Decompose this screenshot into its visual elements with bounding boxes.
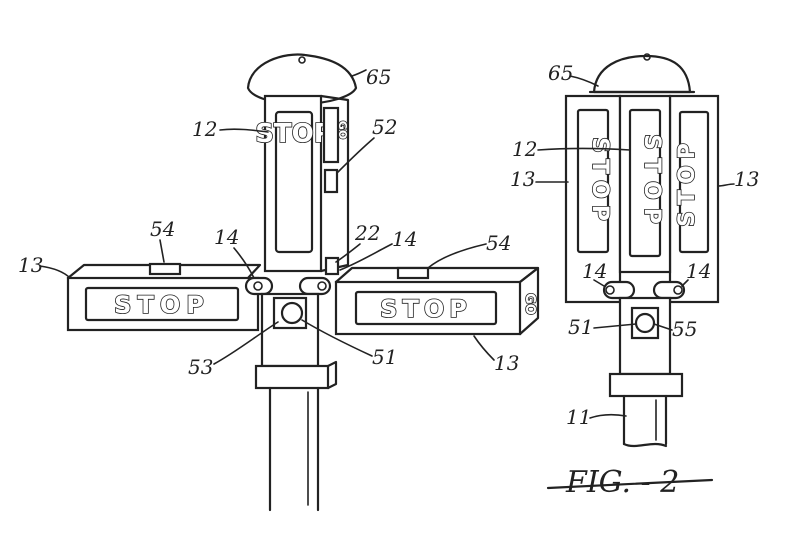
mast-go-label: GO — [336, 121, 349, 139]
ref-65-left: 65 — [366, 65, 391, 89]
lamp-51-right — [634, 312, 656, 334]
ref-51-left: 51 — [372, 345, 397, 369]
right-view-arm-right-stop: STOP — [675, 137, 700, 227]
pole-left — [268, 386, 320, 512]
latch-22 — [324, 256, 340, 276]
ref-14-right: 14 — [392, 227, 417, 251]
right-view: STOP STOP STOP 65 12 13 13 14 1 — [510, 53, 759, 500]
ref-52: 52 — [372, 115, 397, 139]
ref-54-left: 54 — [150, 217, 175, 241]
right-view-arm-left-stop: STOP — [587, 137, 612, 227]
left-arm-slot-54 — [148, 262, 182, 276]
ref-13-right: 13 — [494, 351, 519, 375]
pole-collar-left — [254, 364, 330, 390]
left-view: STOP GO STOP STOP GO — [18, 53, 540, 512]
right-arm-stop-text: STOP — [380, 295, 472, 323]
pole-right — [622, 394, 668, 446]
part-52-box — [323, 168, 339, 194]
ref-54-right: 54 — [486, 231, 511, 255]
ref-12-right: 12 — [512, 137, 537, 161]
ref-13-right-view-right: 13 — [734, 167, 759, 191]
ref-14-right-view-right: 14 — [686, 259, 711, 283]
ref-14-right-view-left: 14 — [582, 259, 607, 283]
ref-12-left: 12 — [192, 117, 217, 141]
mast-stop-window — [274, 110, 314, 254]
ref-51-right: 51 — [568, 315, 593, 339]
right-view-hinge-left — [602, 280, 636, 300]
ref-13-right-view-left: 13 — [510, 167, 535, 191]
pole-collar-right — [608, 372, 684, 398]
ref-11: 11 — [566, 405, 591, 429]
ref-13-left: 13 — [18, 253, 43, 277]
right-arm-slot-54 — [396, 266, 430, 280]
right-arm-stop-window — [354, 290, 498, 326]
mast-stop-s: STOP — [255, 119, 333, 149]
lamp-51-left — [280, 301, 304, 325]
dome-cap-right — [592, 54, 692, 94]
right-arm-go-label: GO — [522, 293, 537, 315]
ref-55: 55 — [672, 317, 697, 341]
right-view-hinge-right — [652, 280, 686, 300]
ref-65-right: 65 — [548, 61, 573, 85]
hinge-14-left — [244, 276, 274, 296]
left-arm-stop-window — [84, 286, 240, 322]
ref-14-left: 14 — [214, 225, 239, 249]
left-arm-stop-text: STOP — [114, 291, 210, 319]
ref-53: 53 — [188, 355, 213, 379]
ref-22: 22 — [354, 221, 380, 245]
right-view-mast-stop: STOP — [639, 134, 664, 232]
